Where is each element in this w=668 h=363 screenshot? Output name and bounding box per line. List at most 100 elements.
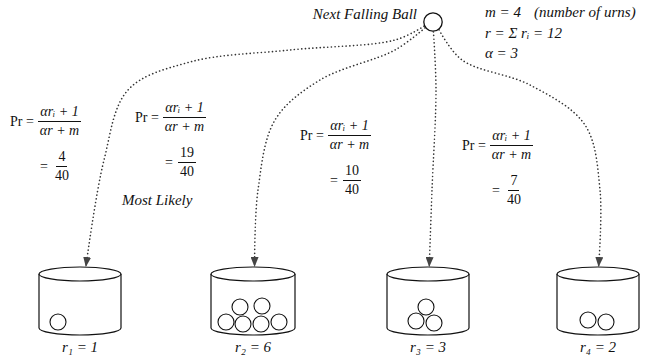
fraction-denominator: αr + m [40, 123, 79, 138]
formula-slot: 40 [53, 167, 71, 184]
formula-slot: αr + m [163, 118, 206, 135]
probability-label: Pr = [10, 114, 34, 129]
ball-outline [423, 12, 443, 32]
probability-arrow [429, 32, 436, 266]
probability-arrow [86, 26, 424, 266]
probability-formula: Pr =αrᵢ + 1αr + m=1940 [135, 100, 206, 180]
formula-slot: 40 [178, 163, 196, 180]
urn-ball [271, 314, 287, 330]
fraction-bar: αrᵢ + 1 [38, 104, 80, 122]
probability-formula: Pr =αrᵢ + 1αr + m=1040 [300, 118, 371, 198]
probability-arrow [439, 30, 601, 266]
urn-rim [39, 267, 121, 281]
formula-slot: = [165, 155, 173, 171]
probability-label: Pr = [135, 110, 159, 125]
fraction: αrᵢ + 1 αr + m [163, 100, 206, 135]
formula-slot: Pr = [10, 114, 34, 130]
probability-formula: Pr =αrᵢ + 1αr + m=440 [10, 104, 81, 184]
urn-ball [50, 314, 66, 330]
urn-body [557, 274, 639, 335]
formula-row: Pr = αrᵢ + 1 αr + m [300, 118, 371, 153]
formula-row: = 7 40 [492, 173, 533, 208]
equals-sign: = [40, 159, 48, 174]
fraction-denominator: αr + m [492, 147, 531, 162]
fraction-numerator: αrᵢ + 1 [330, 118, 368, 133]
ball-caption: Next Falling Ball [313, 6, 417, 23]
fraction-bar: αrᵢ + 1 [163, 100, 205, 118]
formula-row: =440 [40, 149, 81, 184]
fraction-bar: 19 [178, 145, 196, 163]
urn-rim [211, 267, 295, 281]
formula-slot: αr + m [328, 136, 371, 153]
falling-ball: Next Falling Ball [423, 12, 443, 32]
urn-ball [232, 299, 248, 315]
urn-ball [253, 316, 269, 332]
urn-rim [387, 267, 469, 281]
urn-outline [38, 266, 122, 336]
formula-row: Pr = αrᵢ + 1 αr + m [462, 128, 533, 163]
probability-label: Pr = [300, 128, 324, 143]
fraction: αrᵢ + 1 αr + m [490, 128, 533, 163]
fraction-denominator: 40 [345, 182, 359, 197]
ball-circle [424, 13, 442, 31]
fraction-denominator: αr + m [330, 137, 369, 152]
urn-body [211, 274, 295, 335]
probability-arrow [255, 28, 425, 266]
fraction-numerator: αrᵢ + 1 [492, 128, 530, 143]
urn-ball [218, 314, 234, 330]
urn-count-label: r₁ = 1 [62, 339, 98, 356]
fraction-bar: 4 [56, 149, 67, 167]
formula-slot: 40 [505, 191, 523, 208]
urn: r₄ = 2 [556, 266, 640, 336]
fraction-bar: 10 [343, 163, 361, 181]
fraction-numerator: 7 [510, 173, 517, 188]
fraction-numerator: 4 [58, 149, 65, 164]
fraction-bar: 7 [508, 173, 519, 191]
fraction-bar: αrᵢ + 1 [490, 128, 532, 146]
parameter-note: (number of urns) [534, 4, 636, 21]
fraction-numerator: αrᵢ + 1 [165, 100, 203, 115]
urn-outline [386, 266, 470, 336]
urn-outline [556, 266, 640, 336]
formula-row: =1940 [165, 145, 206, 180]
fraction-numerator: 19 [180, 145, 194, 160]
urn-body [39, 274, 121, 335]
formula-slot: Pr = [135, 110, 159, 126]
parameter-label: m = 4 [485, 4, 521, 21]
parameter-label: α = 3 [485, 45, 518, 62]
equals-sign: = [330, 173, 338, 188]
urn-ball [408, 313, 424, 329]
urn-count-label: r₃ = 3 [410, 339, 446, 356]
fraction-numerator: 10 [345, 163, 359, 178]
annotation: Most Likely [122, 192, 192, 209]
urn-outline [210, 266, 296, 336]
fraction-denominator: 40 [180, 164, 194, 179]
urn-rim [557, 267, 639, 281]
fraction-bar: αrᵢ + 1 [328, 118, 370, 136]
fraction-denominator: 40 [507, 192, 521, 207]
formula-slot: αr + m [38, 122, 81, 139]
fraction: 1940 [178, 145, 196, 180]
urn-ball [580, 312, 596, 328]
urn-ball [235, 316, 251, 332]
formula-slot: Pr = [300, 128, 324, 144]
urn-ball [426, 315, 442, 331]
formula-slot: Pr = [462, 138, 486, 154]
probability-label: Pr = [462, 138, 486, 153]
formula-slot: = [40, 159, 48, 175]
urn-body [387, 274, 469, 335]
fraction: 1040 [343, 163, 361, 198]
probability-formula: Pr = αrᵢ + 1 αr + m = 7 40 [462, 128, 533, 208]
fraction-denominator: 40 [55, 168, 69, 183]
urn-count-label: r₂ = 6 [235, 339, 271, 356]
fraction-denominator: αr + m [165, 119, 204, 134]
urn: r₃ = 3 [386, 266, 470, 336]
equals-sign: = [492, 183, 500, 198]
urn: r₂ = 6 [210, 266, 296, 336]
fraction: 440 [53, 149, 71, 184]
fraction-numerator: αrᵢ + 1 [40, 104, 78, 119]
urn-ball [254, 298, 270, 314]
fraction: αrᵢ + 1 αr + m [328, 118, 371, 153]
formula-slot: 40 [343, 181, 361, 198]
